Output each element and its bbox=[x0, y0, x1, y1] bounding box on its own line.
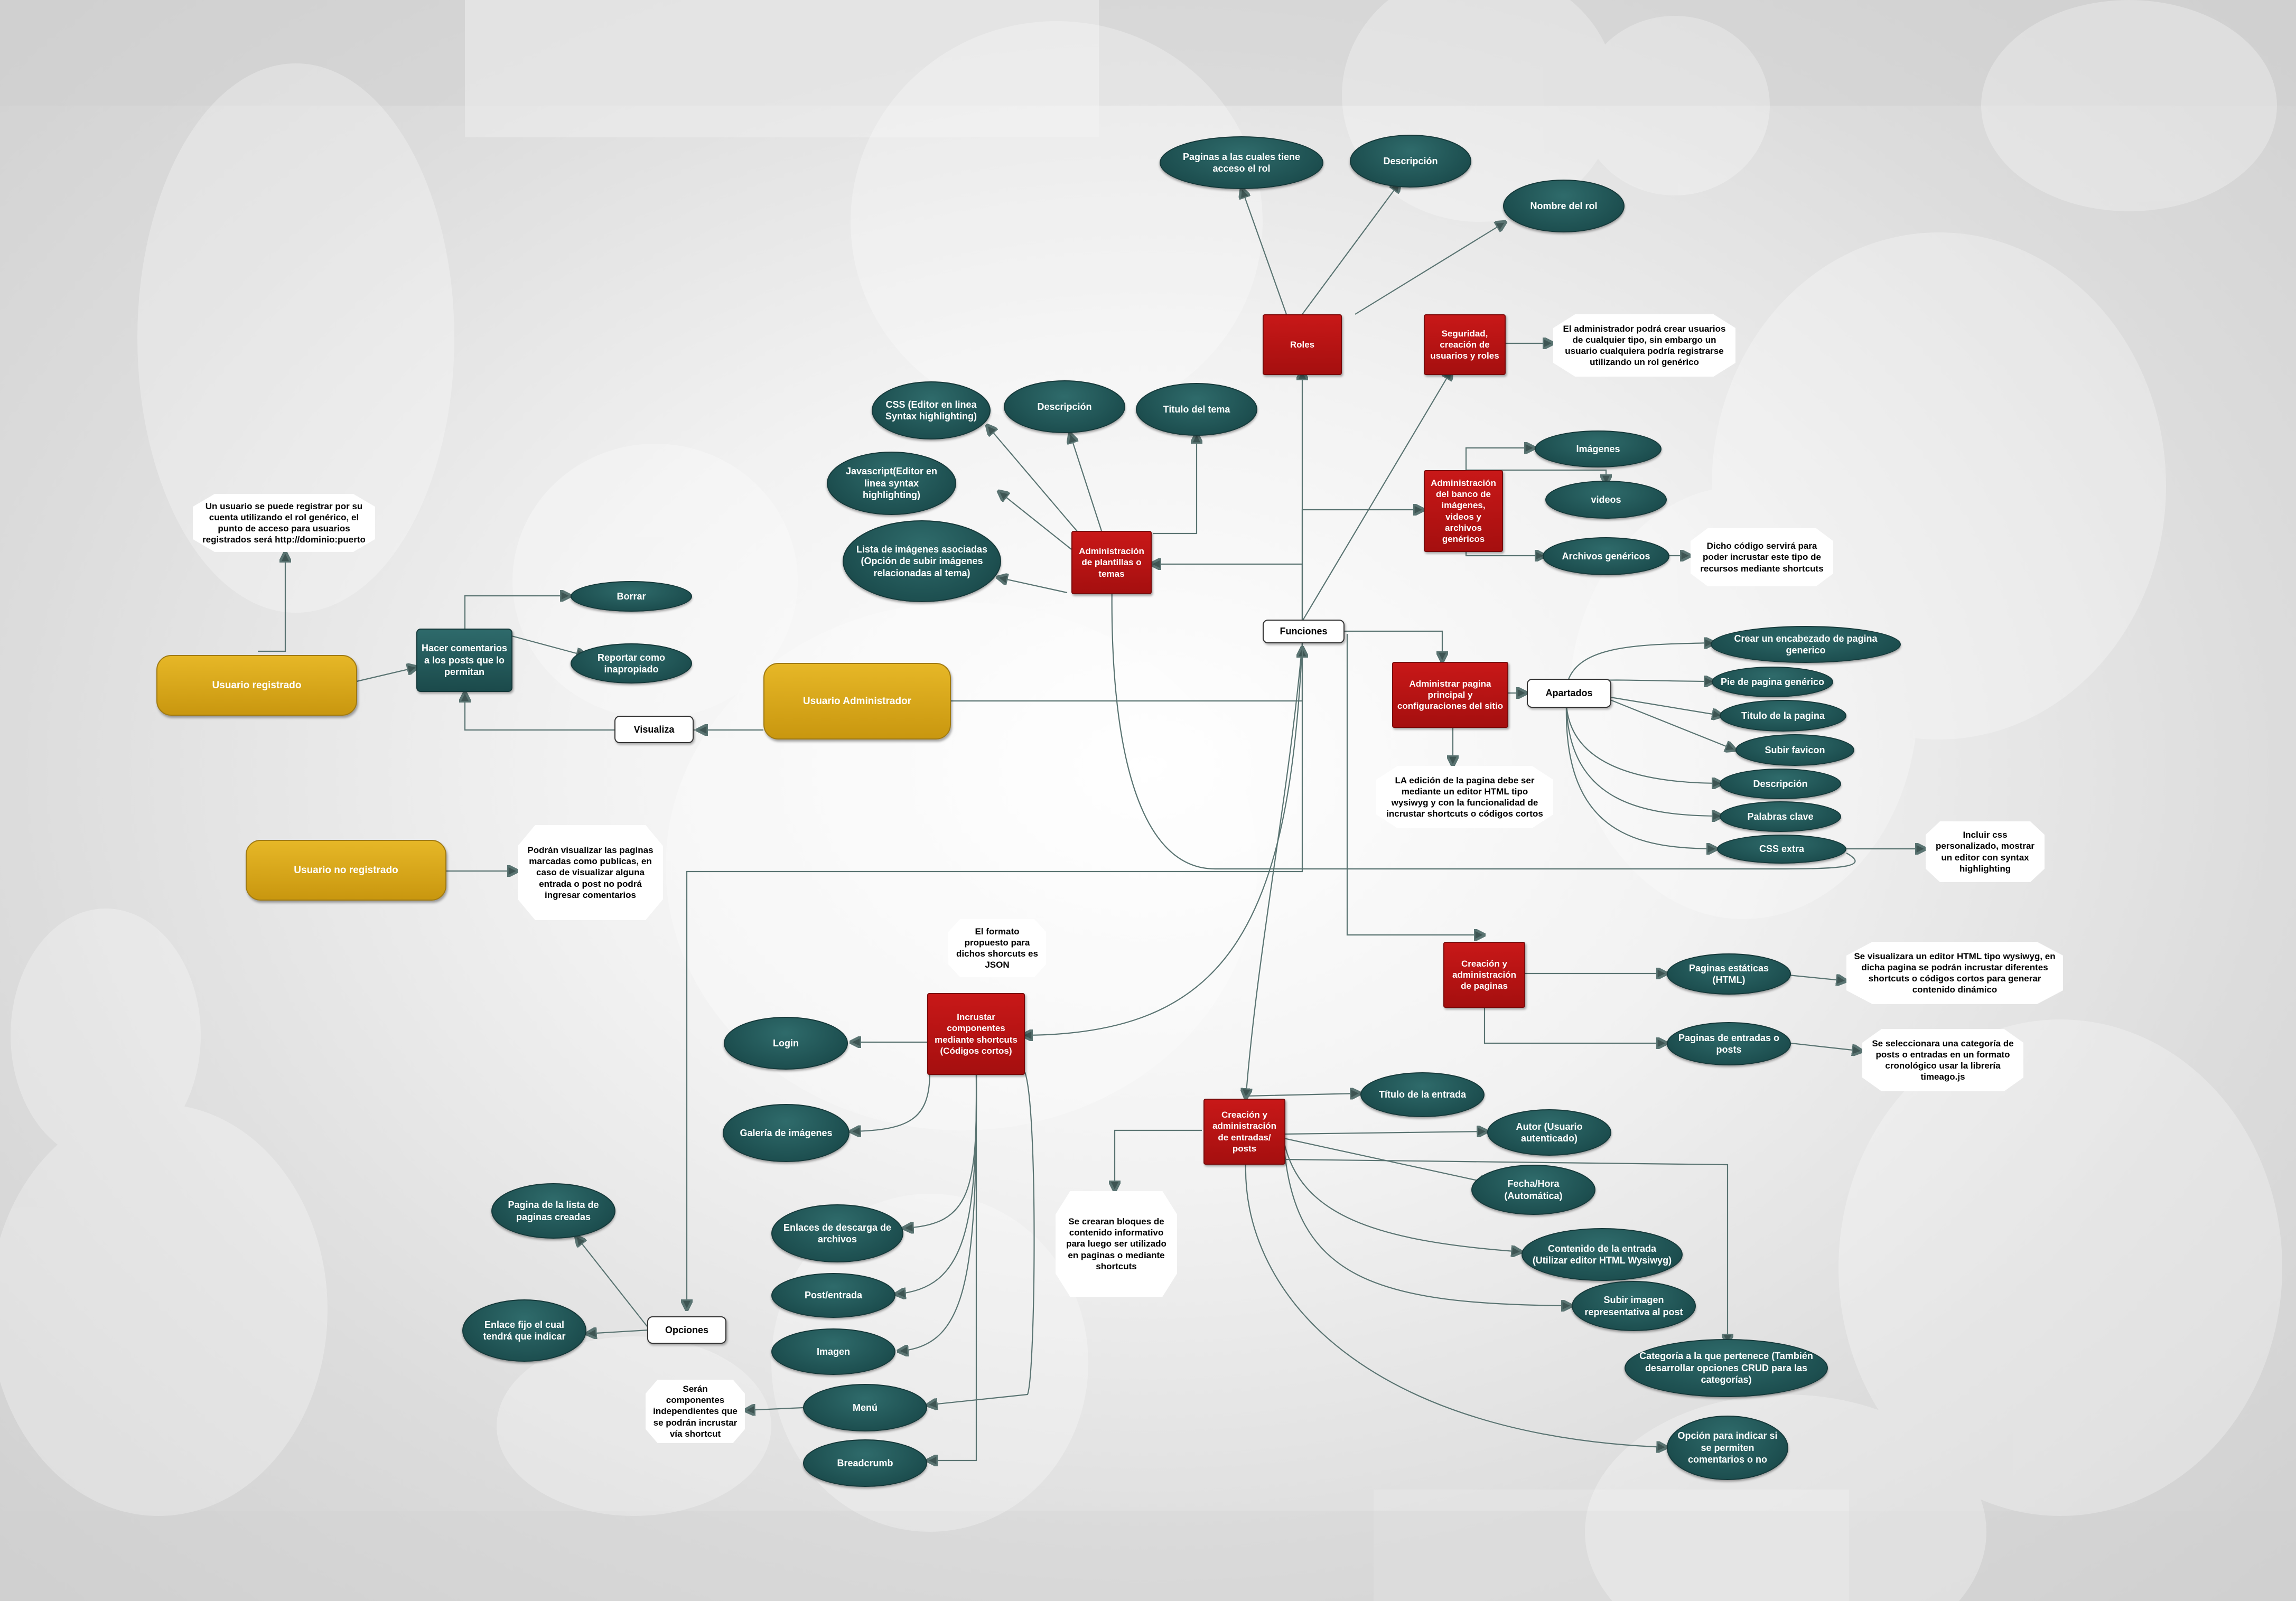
login-node[interactable]: Login bbox=[724, 1017, 848, 1070]
visualiza-node[interactable]: Visualiza bbox=[614, 716, 694, 743]
js-editor-node[interactable]: Javascript(Editor en linea syntax highli… bbox=[827, 452, 956, 515]
banco-imagenes-node[interactable]: Administración del banco de imágenes, vi… bbox=[1424, 470, 1503, 552]
usuario-administrador-node[interactable]: Usuario Administrador bbox=[763, 663, 951, 739]
titulo-pagina-node[interactable]: Titulo de la pagina bbox=[1720, 700, 1846, 732]
paginas-acceso-node[interactable]: Paginas a las cuales tiene acceso el rol bbox=[1160, 136, 1323, 189]
reportar-node[interactable]: Reportar como inapropiado bbox=[571, 643, 692, 684]
nota-css: Incluir css personalizado, mostrar un ed… bbox=[1926, 821, 2045, 882]
archivos-genericos-node[interactable]: Archivos genéricos bbox=[1543, 537, 1669, 575]
hacer-comentarios-node[interactable]: Hacer comentarios a los posts que lo per… bbox=[416, 629, 512, 692]
nota-bloques: Se crearan bloques de contenido informat… bbox=[1056, 1191, 1177, 1297]
categoria-node[interactable]: Categoría a la que pertenece (También de… bbox=[1625, 1339, 1828, 1397]
nota-html-editor: LA edición de la pagina debe ser mediant… bbox=[1376, 766, 1553, 828]
galeria-node[interactable]: Galería de imágenes bbox=[723, 1104, 850, 1162]
descripcion-pagina-node[interactable]: Descripción bbox=[1720, 769, 1841, 799]
enlaces-descarga-node[interactable]: Enlaces de descarga de archivos bbox=[771, 1204, 903, 1262]
roles-node[interactable]: Roles bbox=[1263, 314, 1342, 375]
pie-pagina-node[interactable]: Pie de pagina genérico bbox=[1712, 667, 1833, 697]
lista-imagenes-node[interactable]: Lista de imágenes asociadas (Opción de s… bbox=[843, 520, 1001, 602]
paginas-estaticas-node[interactable]: Paginas estáticas (HTML) bbox=[1667, 953, 1791, 995]
paginas-entradas-node[interactable]: Paginas de entradas o posts bbox=[1667, 1022, 1791, 1065]
autor-node[interactable]: Autor (Usuario autenticado) bbox=[1487, 1109, 1611, 1156]
funciones-hub[interactable]: Funciones bbox=[1263, 620, 1345, 643]
creacion-entradas-node[interactable]: Creación y administración de entradas/ p… bbox=[1203, 1099, 1285, 1165]
nota-wysiwyg: Se visualizara un editor HTML tipo wysiw… bbox=[1846, 942, 2063, 1004]
opcion-comentarios-node[interactable]: Opción para indicar si se permiten comen… bbox=[1667, 1416, 1788, 1480]
plantillas-node[interactable]: Administración de plantillas o temas bbox=[1071, 531, 1152, 594]
imagenes-node[interactable]: Imágenes bbox=[1535, 430, 1662, 467]
nota-shortcuts: Dicho código servirá para poder incrusta… bbox=[1691, 528, 1833, 586]
nota-no-registrado: Podrán visualizar las paginas marcadas c… bbox=[518, 825, 663, 920]
creacion-paginas-node[interactable]: Creación y administración de paginas bbox=[1443, 942, 1525, 1008]
contenido-entrada-node[interactable]: Contenido de la entrada (Utilizar editor… bbox=[1522, 1228, 1683, 1281]
seguridad-node[interactable]: Seguridad, creación de usuarios y roles bbox=[1424, 314, 1506, 375]
css-editor-node[interactable]: CSS (Editor en linea Syntax highlighting… bbox=[872, 381, 991, 439]
titulo-entrada-node[interactable]: Título de la entrada bbox=[1360, 1072, 1485, 1117]
fecha-node[interactable]: Fecha/Hora (Automática) bbox=[1471, 1165, 1595, 1215]
post-entrada-node[interactable]: Post/entrada bbox=[771, 1273, 895, 1318]
titulo-tema-node[interactable]: Titulo del tema bbox=[1136, 383, 1257, 436]
descripcion-rol-node[interactable]: Descripción bbox=[1350, 135, 1471, 188]
opciones-node[interactable]: Opciones bbox=[647, 1316, 726, 1344]
nota-timeago: Se seleccionara una categoría de posts o… bbox=[1862, 1029, 2023, 1091]
videos-node[interactable]: videos bbox=[1545, 481, 1667, 519]
nota-seguridad: El administrador podrá crear usuarios de… bbox=[1553, 314, 1735, 377]
nota-registro: Un usuario se puede registrar por su cue… bbox=[193, 494, 375, 552]
usuario-registrado-node[interactable]: Usuario registrado bbox=[156, 655, 357, 716]
incrustar-node[interactable]: Incrustar componentes mediante shortcuts… bbox=[927, 993, 1025, 1075]
css-extra-node[interactable]: CSS extra bbox=[1717, 835, 1846, 864]
subir-imagen-node[interactable]: Subir imagen representativa al post bbox=[1572, 1281, 1696, 1331]
subir-favicon-node[interactable]: Subir favicon bbox=[1735, 734, 1854, 766]
breadcrumb-node[interactable]: Breadcrumb bbox=[803, 1439, 927, 1487]
palabras-clave-node[interactable]: Palabras clave bbox=[1720, 801, 1841, 832]
apartados-node[interactable]: Apartados bbox=[1527, 679, 1611, 708]
pagina-lista-node[interactable]: Pagina de la lista de paginas creadas bbox=[491, 1183, 615, 1239]
nombre-rol-node[interactable]: Nombre del rol bbox=[1503, 180, 1625, 232]
usuario-no-registrado-node[interactable]: Usuario no registrado bbox=[246, 840, 446, 901]
descripcion-tema-node[interactable]: Descripción bbox=[1004, 380, 1125, 433]
borrar-node[interactable]: Borrar bbox=[571, 581, 692, 612]
pagina-principal-node[interactable]: Administrar pagina principal y configura… bbox=[1392, 662, 1508, 728]
imagen-node[interactable]: Imagen bbox=[771, 1328, 895, 1375]
nota-json: El formato propuesto para dichos shorcut… bbox=[948, 919, 1046, 977]
enlace-fijo-node[interactable]: Enlace fijo el cual tendrá que indicar bbox=[462, 1299, 586, 1362]
encabezado-node[interactable]: Crear un encabezado de pagina generico bbox=[1711, 626, 1901, 663]
nota-componentes: Serán componentes independientes que se … bbox=[646, 1380, 745, 1443]
menu-node[interactable]: Menú bbox=[803, 1384, 927, 1431]
